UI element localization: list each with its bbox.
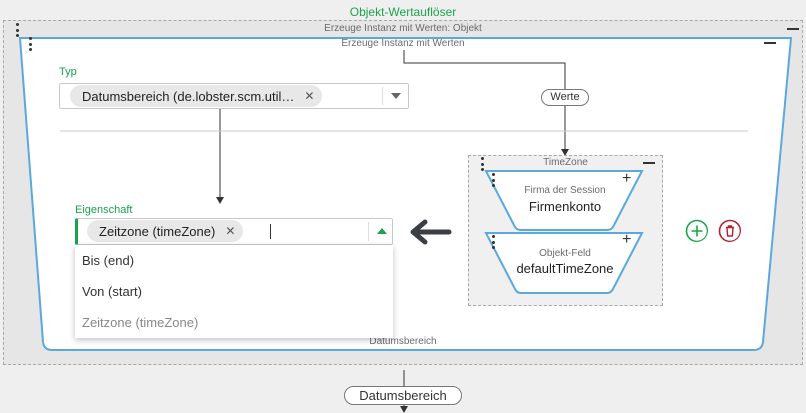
instance-collapse-icon[interactable] <box>764 37 776 49</box>
typ-select[interactable]: Datumsbereich (de.lobster.scm.util… ✕ <box>59 83 409 109</box>
instance-title: Erzeuge Instanz mit Werten <box>341 38 465 49</box>
firma-node-drag-handle-icon[interactable] <box>491 173 495 187</box>
eigenschaft-dropdown-list: Bis (end) Von (start) Zeitzone (timeZone… <box>75 245 393 338</box>
output-label: Datumsbereich <box>344 386 462 405</box>
dropdown-option-start[interactable]: Von (start) <box>82 284 142 299</box>
eigenschaft-label: Eigenschaft <box>75 204 133 216</box>
feld-node-caption: Objekt-Feld <box>539 248 591 259</box>
instance-footer: Datumsbereich <box>369 336 437 347</box>
dropdown-option-timezone[interactable]: Zeitzone (timeZone) <box>82 315 199 330</box>
firma-node-value: Firmenkonto <box>528 199 602 214</box>
dropdown-option-end[interactable]: Bis (end) <box>82 253 135 268</box>
typ-selected-chip: Datumsbereich (de.lobster.scm.util… ✕ <box>70 85 323 107</box>
werte-label: Werte <box>541 89 589 106</box>
eigenschaft-selected-value: Zeitzone (timeZone) <box>99 223 216 239</box>
resolver-drag-handle-icon[interactable] <box>15 23 19 37</box>
delete-trash-icon[interactable] <box>718 219 741 242</box>
firma-node-add-icon[interactable]: + <box>622 170 632 187</box>
timezone-title: TimeZone <box>543 157 588 168</box>
resolver-title: Objekt-Wertauflöser <box>349 5 457 19</box>
timezone-collapse-icon[interactable] <box>643 157 655 169</box>
timezone-nodes <box>484 170 644 294</box>
typ-selected-value: Datumsbereich (de.lobster.scm.util… <box>82 88 295 104</box>
eigenschaft-clear-icon[interactable]: ✕ <box>225 224 236 238</box>
instance-drag-handle-icon[interactable] <box>28 37 32 51</box>
text-cursor <box>270 224 271 239</box>
eigenschaft-select[interactable]: Zeitzone (timeZone) ✕ <box>75 218 393 245</box>
typ-clear-icon[interactable]: ✕ <box>304 89 315 103</box>
typ-label: Typ <box>59 66 77 78</box>
timezone-drag-handle-icon[interactable] <box>480 157 484 171</box>
feld-node-drag-handle-icon[interactable] <box>491 235 495 249</box>
firma-node-caption: Firma der Session <box>524 185 606 196</box>
resolver-collapse-icon[interactable] <box>787 23 799 35</box>
eigenschaft-dropdown-chevron-icon[interactable] <box>377 228 387 234</box>
typ-dropdown-chevron-icon[interactable] <box>391 93 401 99</box>
feld-node-add-icon[interactable]: + <box>622 231 632 248</box>
add-circle-icon[interactable] <box>685 219 708 242</box>
arrow-left-icon <box>410 219 452 245</box>
eigenschaft-selected-chip: Zeitzone (timeZone) ✕ <box>87 220 244 242</box>
feld-node-value: defaultTimeZone <box>516 261 614 276</box>
resolver-subtitle: Erzeuge Instanz mit Werten: Objekt <box>324 23 482 34</box>
